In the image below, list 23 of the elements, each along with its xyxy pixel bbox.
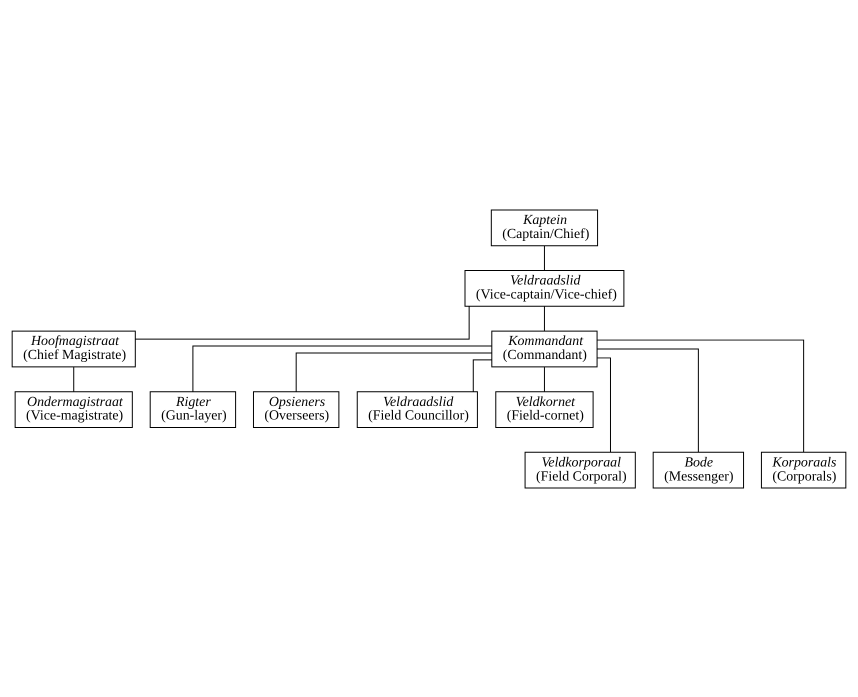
connector [296, 352, 492, 392]
node-box: Veldraadslid (Field Councillor) [356, 390, 478, 428]
node-box: Ondermagistraat (Vice-magistrate) [14, 390, 133, 428]
connector [135, 305, 470, 340]
node-box: Veldraadslid (Vice-captain/Vice-chief) [464, 270, 624, 306]
node-box: Veldkorporaal (Field Corporal) [524, 451, 636, 488]
connector [472, 358, 492, 392]
connector [192, 345, 492, 392]
node-box: Kaptein (Captain/Chief) [490, 208, 598, 246]
connector [596, 339, 804, 452]
connector [596, 356, 611, 452]
node-box: Opsieners (Overseers) [252, 390, 340, 428]
connector [544, 306, 545, 331]
node-box: Hoofmagistraat (Chief Magistrate) [12, 330, 136, 367]
connector [544, 366, 545, 392]
connector [596, 348, 699, 452]
node-box: Kommandant (Commandant) [491, 330, 598, 367]
node-box: Korporaals (Corporals) [760, 451, 846, 488]
connector [544, 245, 545, 270]
connector [73, 366, 74, 392]
node-box: Rigter (Gun-layer) [150, 390, 236, 428]
node-box: Bode (Messenger) [652, 451, 744, 488]
node-box: Veldkornet (Field-cornet) [495, 390, 594, 428]
